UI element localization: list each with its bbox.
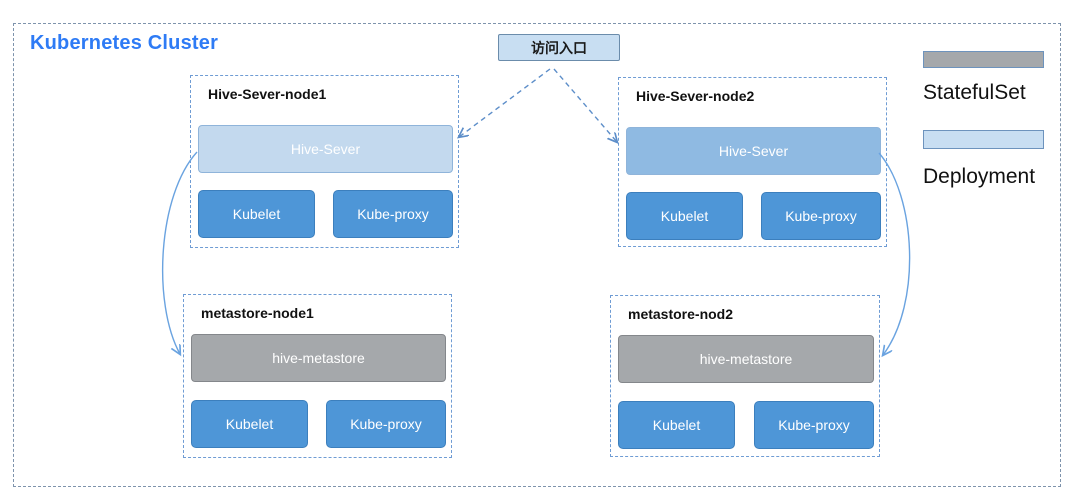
hive-metastore-statefulset-box: hive-metastore [618,335,874,383]
kubelet-box: Kubelet [618,401,735,449]
hive-metastore-statefulset-box: hive-metastore [191,334,446,382]
kubelet-box: Kubelet [191,400,308,448]
deployment-legend-swatch [923,130,1044,149]
node-title: metastore-node1 [201,305,314,321]
hive-sever-deployment-box: Hive-Sever [198,125,453,173]
statefulset-legend-label: StatefulSet [923,81,1026,104]
node-hive-sever-node2: Hive-Sever-node2 Hive-Sever Kubelet Kube… [618,77,887,247]
node-metastore-nod2: metastore-nod2 hive-metastore Kubelet Ku… [610,295,880,457]
node-metastore-node1: metastore-node1 hive-metastore Kubelet K… [183,294,452,458]
kubernetes-cluster-boundary [13,23,1061,487]
access-entry-box: 访问入口 [498,34,620,61]
kube-proxy-box: Kube-proxy [326,400,446,448]
statefulset-legend-swatch [923,51,1044,68]
kube-proxy-box: Kube-proxy [754,401,874,449]
kube-proxy-box: Kube-proxy [333,190,453,238]
kubelet-box: Kubelet [626,192,743,240]
kubelet-box: Kubelet [198,190,315,238]
cluster-title: Kubernetes Cluster [30,32,219,54]
hive-sever-deployment-box: Hive-Sever [626,127,881,175]
node-title: Hive-Sever-node2 [636,88,755,104]
kube-proxy-box: Kube-proxy [761,192,881,240]
node-title: Hive-Sever-node1 [208,86,327,102]
node-title: metastore-nod2 [628,306,734,322]
node-hive-sever-node1: Hive-Sever-node1 Hive-Sever Kubelet Kube… [190,75,459,248]
deployment-legend-label: Deployment [923,165,1036,188]
access-entry-label: 访问入口 [531,39,587,56]
